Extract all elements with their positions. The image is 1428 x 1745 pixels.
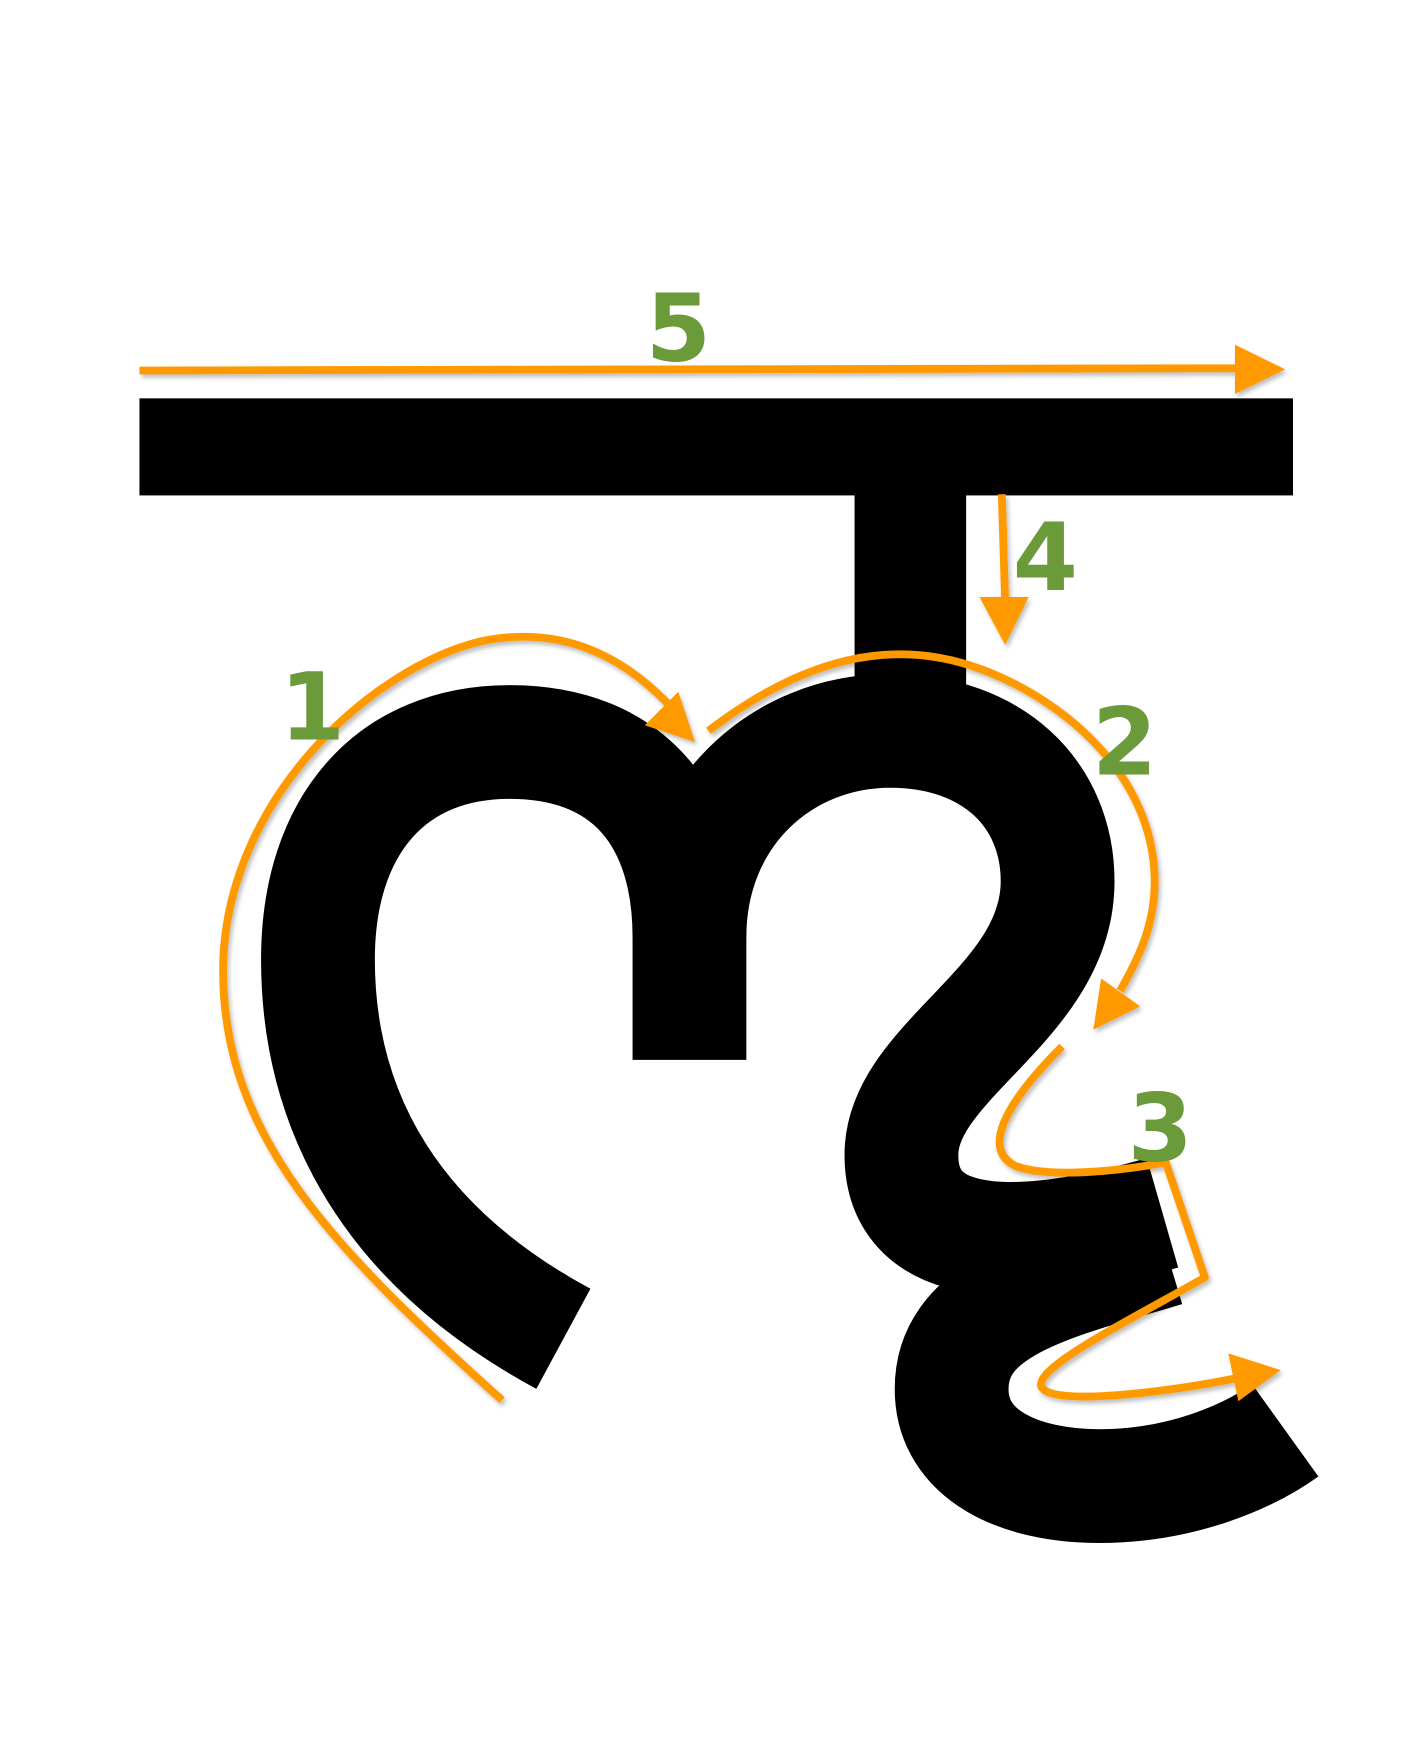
stroke-arrow-1 xyxy=(219,632,696,1404)
glyph-left-bowl xyxy=(261,685,747,1389)
stroke-arrow-2 xyxy=(706,650,1159,1030)
glyph-headline-bar xyxy=(139,398,1294,496)
stroke-numbers: 1 2 3 4 5 xyxy=(280,274,1193,1183)
stroke-arrow-3 xyxy=(995,1043,1281,1402)
stroke-number-5: 5 xyxy=(646,274,711,383)
stroke-arrow-5 xyxy=(139,344,1286,394)
stroke-arrow-4 xyxy=(979,494,1029,645)
stroke-number-2: 2 xyxy=(1092,688,1157,797)
arrowhead-icon xyxy=(979,596,1029,645)
glyph-bottom-curve xyxy=(894,1195,1319,1543)
stroke-arrows xyxy=(139,344,1286,1404)
glyph xyxy=(139,398,1319,1543)
arrowhead-icon xyxy=(1234,344,1286,394)
glyph-right-curve xyxy=(632,673,1179,1296)
arrowhead-icon xyxy=(1093,978,1141,1030)
arrowhead-icon xyxy=(644,691,696,742)
stroke-number-4: 4 xyxy=(1013,504,1078,613)
stroke-number-1: 1 xyxy=(280,654,345,763)
arrowhead-icon xyxy=(1228,1353,1281,1402)
stroke-number-3: 3 xyxy=(1128,1074,1193,1183)
